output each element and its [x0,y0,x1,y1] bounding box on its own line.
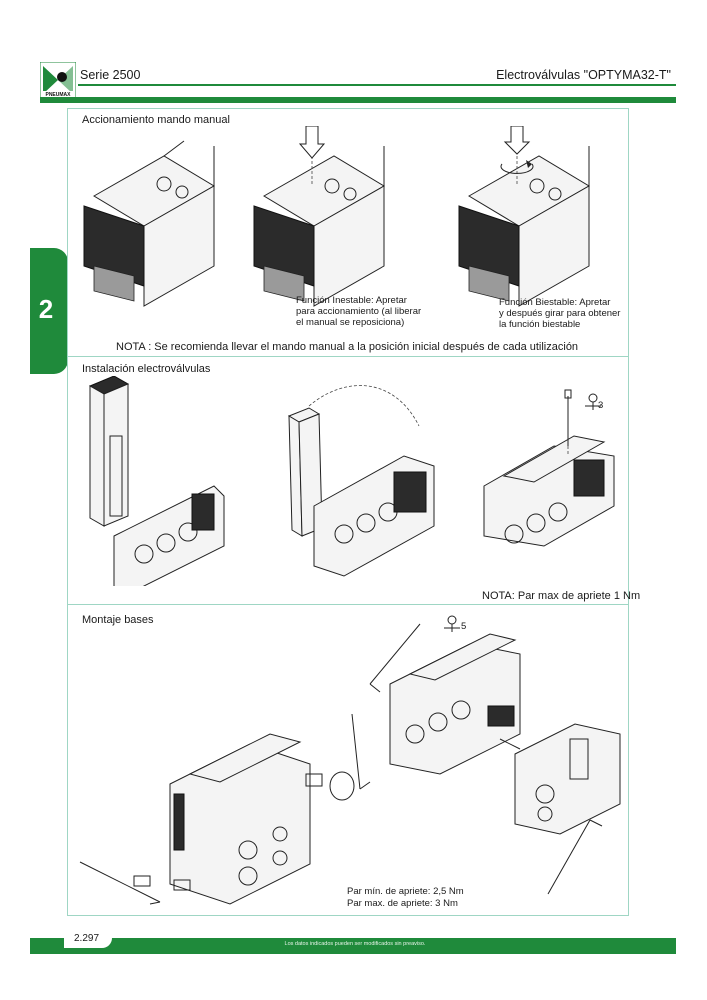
valve-drawing [287,385,435,577]
valve-drawing [83,140,215,307]
svg-text:PNEUMAX: PNEUMAX [45,92,71,98]
manifold-drawing [514,723,621,895]
hex-key-size: 5 [461,621,467,632]
section-title-base-mounting: Montaje bases [82,614,154,626]
caption-unstable-function: Función Inestable: Apretar para accionam… [296,295,422,328]
section-title-valve-installation: Instalación electroválvulas [82,363,211,375]
footer-band [30,938,676,954]
section-title-manual-override: Accionamiento mando manual [82,114,230,126]
manifold-drawing [79,733,311,905]
caption-bistable-function: Función Biestable: Apretar y después gir… [499,297,621,330]
valve-drawing [483,389,615,547]
manual-override-note: NOTA : Se recomienda llevar el mando man… [116,341,579,353]
valve-drawing [88,376,225,586]
base-mounting-illustration [79,615,621,905]
valve-installation-illustration [88,376,615,586]
pneumax-logo: PNEUMAX [40,62,76,98]
content-frame [67,108,629,916]
installation-note: NOTA: Par max de apriete 1 Nm [482,590,641,602]
series-title: Serie 2500 [80,68,141,82]
section-divider [67,356,629,357]
torque-min: Par mín. de apriete: 2,5 Nm [347,886,464,897]
manifold-drawing [369,623,521,775]
hex-key-drawing [305,713,371,801]
section-divider [67,604,629,605]
valve-drawing [458,126,590,307]
page-number: 2.297 [74,933,100,944]
hex-key-size: 3 [598,400,604,411]
chapter-number: 2 [38,294,54,324]
manual-override-illustration [83,126,590,307]
page-number-tab [64,932,112,948]
chapter-tab: 2 [30,248,68,374]
valve-drawing [253,126,385,307]
header-band [40,97,676,103]
footer-disclaimer: Los datos indicados pueden ser modificad… [284,941,426,947]
torque-max: Par max. de apriete: 3 Nm [347,898,458,909]
product-title: Electroválvulas "OPTYMA32-T" [496,68,671,82]
header-rule [78,84,676,86]
